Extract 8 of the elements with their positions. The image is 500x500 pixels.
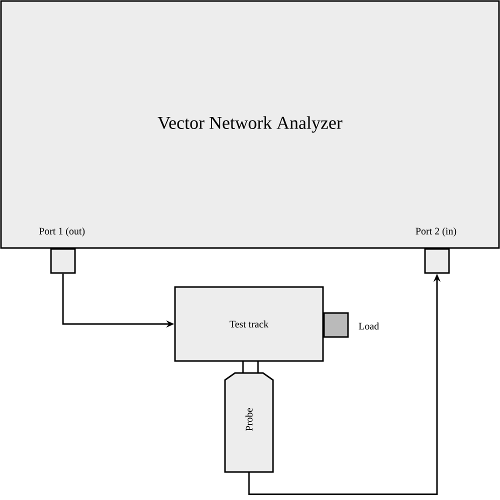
port-connector — [424, 248, 450, 274]
test-track-box: Test track — [174, 286, 324, 362]
load-label: Load — [358, 322, 379, 330]
port-connector — [50, 248, 76, 274]
load-connector — [323, 312, 349, 338]
port-label: Port 1 (out) — [39, 227, 85, 237]
port-label: Port 2 (in) — [416, 227, 456, 237]
probe-body: Probe — [224, 361, 274, 473]
